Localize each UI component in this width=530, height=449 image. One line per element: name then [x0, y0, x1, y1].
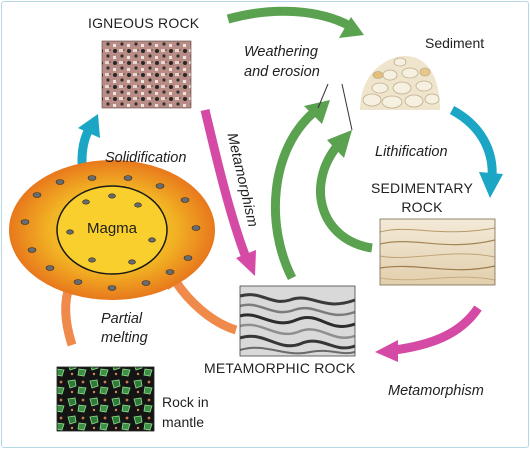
sediment-pile-image [360, 56, 440, 110]
arrow-sedimentary-to-weathering [316, 142, 373, 253]
arrowhead-sedimentary-to-weathering [327, 130, 352, 158]
igneous-rock-label: IGNEOUS ROCK [88, 15, 200, 31]
magma-label: Magma [87, 220, 138, 237]
arrowhead-solidification [78, 114, 100, 138]
arrowhead-sedimentary-metamorphism [375, 340, 398, 362]
leader-weathering-right [341, 83, 353, 131]
partial-melting-label-line1: Partial [101, 311, 143, 327]
arrow-igneous-to-sediment [226, 6, 353, 31]
arrowhead-igneous-to-sediment [339, 17, 364, 38]
arrow-metamorphic-to-magma [172, 279, 238, 335]
arrow-igneous-metamorphism [200, 108, 250, 257]
solidification-label: Solidification [105, 150, 187, 166]
weathering-label-line2: and erosion [244, 64, 320, 80]
sediment-label: Sediment [425, 35, 485, 51]
arrow-sedimentary-metamorphism [394, 305, 482, 355]
arrowhead-igneous-metamorphism [236, 250, 256, 276]
arrowhead-lithification [479, 172, 503, 198]
sedimentary-rock-label-line2: ROCK [401, 199, 443, 215]
lithification-label: Lithification [375, 144, 448, 160]
arrow-metamorphic-to-weathering [270, 108, 318, 281]
leader-weathering-left [317, 83, 329, 109]
rock-in-mantle-label-line1: Rock in [162, 394, 209, 410]
arrow-lithification [449, 106, 497, 179]
igneous-rock-image [101, 40, 192, 109]
metamorphic-rock-image [239, 285, 356, 357]
mantle-rock-image [56, 366, 155, 432]
rock-in-mantle-label-line2: mantle [162, 414, 205, 430]
sedimentary-rock-label-line1: SEDIMENTARY [370, 180, 474, 196]
sedimentary-rock-image [379, 218, 496, 286]
partial-melting-label-line2: melting [101, 330, 148, 346]
metamorphic-rock-label: METAMORPHIC ROCK [204, 360, 356, 376]
weathering-label-line1: Weathering [244, 44, 318, 60]
magma-chamber [9, 160, 215, 300]
metamorphism-bottom-label: Metamorphism [388, 383, 484, 399]
arrowhead-metamorphic-to-weathering [304, 100, 330, 124]
